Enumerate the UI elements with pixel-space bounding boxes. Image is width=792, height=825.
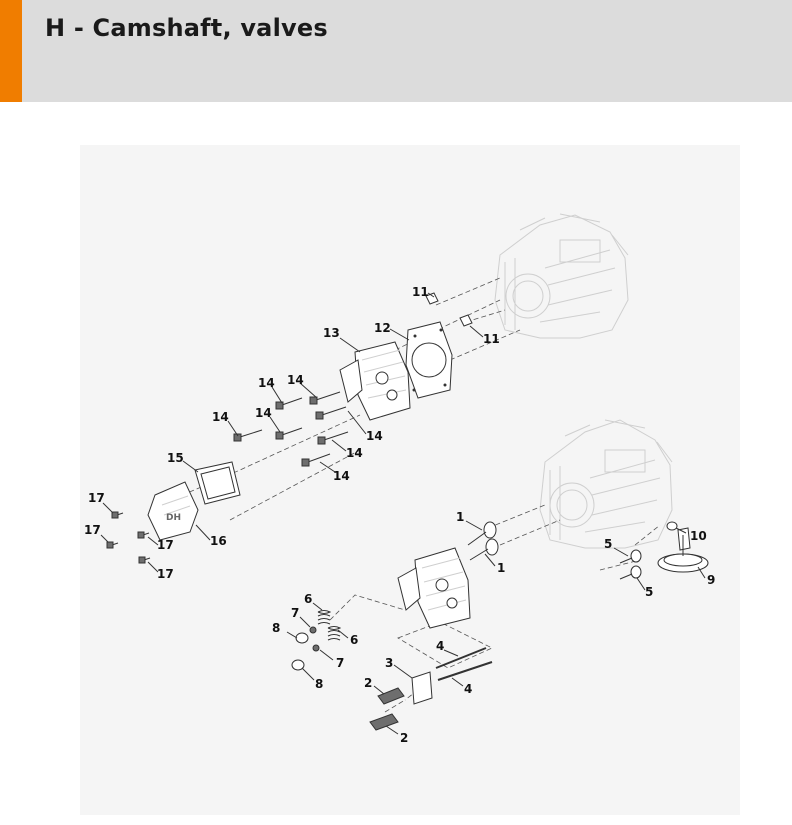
valve-cover-gasket-15: [194, 461, 241, 505]
callout-1-a: 1: [456, 510, 464, 524]
guide-plate-3: [411, 671, 433, 705]
callout-5-a: 5: [604, 537, 612, 551]
callout-3: 3: [385, 656, 393, 670]
retainers-7: [309, 626, 320, 652]
diagram-background: [80, 145, 740, 815]
lower-cylinder-head: [397, 547, 471, 629]
callout-14-b: 14: [287, 373, 304, 387]
callout-4-a: 4: [436, 639, 444, 653]
leader-lines: [100, 292, 706, 735]
header-bar: H - Camshaft, valves: [0, 0, 792, 102]
callout-9: 9: [707, 573, 715, 587]
washer-10: [666, 521, 678, 531]
callout-10: 10: [690, 529, 707, 543]
cylinder-head-gasket-12: [405, 321, 453, 399]
callout-14-e: 14: [366, 429, 383, 443]
tappets-5: [619, 549, 642, 580]
valve-cover-16: DH: [147, 481, 199, 541]
callout-14-g: 14: [333, 469, 350, 483]
callout-2-b: 2: [400, 731, 408, 745]
callout-17-b: 17: [84, 523, 101, 537]
cylinder-head-13: [339, 341, 411, 421]
callout-labels: 11 11 12 13 14 14 14 14 14 14 14 15 16 1…: [84, 285, 715, 745]
screws-17: [106, 511, 151, 564]
page-title: H - Camshaft, valves: [45, 14, 328, 42]
callout-2-a: 2: [364, 676, 372, 690]
push-rods-4: [435, 647, 493, 681]
callout-6-a: 6: [304, 592, 312, 606]
callout-17-c: 17: [157, 538, 174, 552]
valves-1: [467, 521, 499, 561]
caps-8: [291, 632, 309, 671]
rocker-arms-2: [369, 687, 405, 731]
callout-14-d: 14: [255, 406, 272, 420]
callout-4-b: 4: [464, 682, 472, 696]
callout-5-b: 5: [645, 585, 653, 599]
bolts-14: [233, 391, 349, 467]
callout-14-f: 14: [346, 446, 363, 460]
callout-11-bottom: 11: [483, 332, 500, 346]
callout-7-a: 7: [291, 606, 299, 620]
callout-17-d: 17: [157, 567, 174, 581]
callout-6-b: 6: [350, 633, 358, 647]
camshaft-9: [657, 527, 709, 573]
svg-text:DH: DH: [166, 513, 181, 523]
callout-8-a: 8: [272, 621, 280, 635]
dowel-pins-11: [425, 292, 473, 327]
callout-8-b: 8: [315, 677, 323, 691]
callout-14-a: 14: [258, 376, 275, 390]
callout-17-a: 17: [88, 491, 105, 505]
callout-12: 12: [374, 321, 391, 335]
lower-crankcase: [539, 419, 673, 549]
callout-1-b: 1: [497, 561, 505, 575]
callout-13: 13: [323, 326, 340, 340]
callout-14-c: 14: [212, 410, 229, 424]
callout-16: 16: [210, 534, 227, 548]
upper-crankcase: [494, 213, 629, 339]
callout-15: 15: [167, 451, 184, 465]
header-accent-stripe: [0, 0, 22, 102]
callout-11-top: 11: [412, 285, 429, 299]
springs-6: [317, 610, 342, 641]
callout-7-b: 7: [336, 656, 344, 670]
